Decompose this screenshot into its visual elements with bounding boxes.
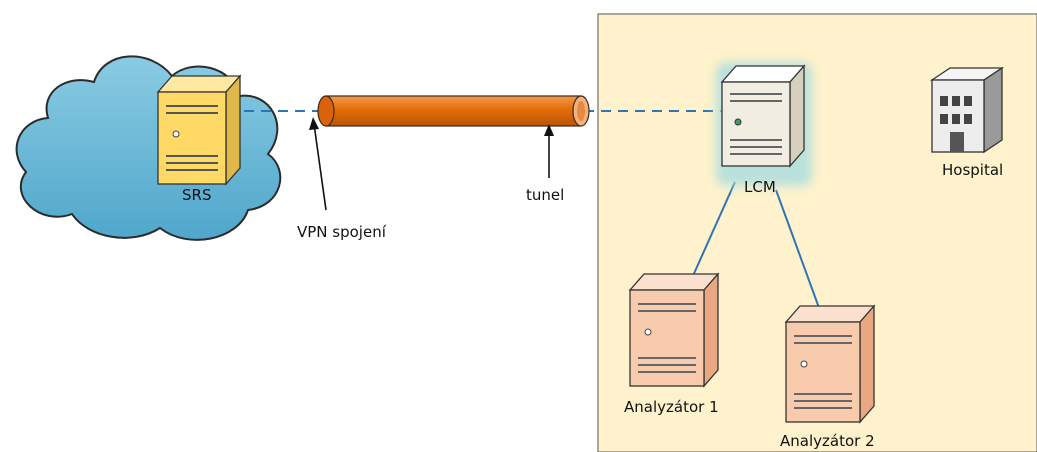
hospital-label: Hospital — [942, 161, 1004, 179]
vpn-label: VPN spojení — [297, 223, 386, 241]
tunnel-arrow — [544, 124, 554, 178]
link-lcm-analyzer1 — [691, 181, 736, 279]
tunnel-pipe — [317, 95, 590, 127]
analyzer1-label: Analyzátor 1 — [624, 398, 719, 416]
srs-label: SRS — [182, 186, 212, 204]
tunnel-label: tunel — [526, 186, 565, 204]
analyzer1-server-icon — [628, 272, 720, 388]
link-lcm-analyzer2 — [775, 189, 823, 317]
lcm-server-icon — [716, 62, 812, 186]
analyzer2-label: Analyzátor 2 — [780, 432, 875, 450]
analyzer2-server-icon — [784, 304, 876, 424]
cloud-shape — [15, 55, 282, 241]
vpn-arrow — [309, 117, 327, 211]
lcm-label: LCM — [744, 178, 776, 196]
srs-server-icon — [156, 74, 242, 186]
hospital-building-icon — [929, 66, 1005, 154]
